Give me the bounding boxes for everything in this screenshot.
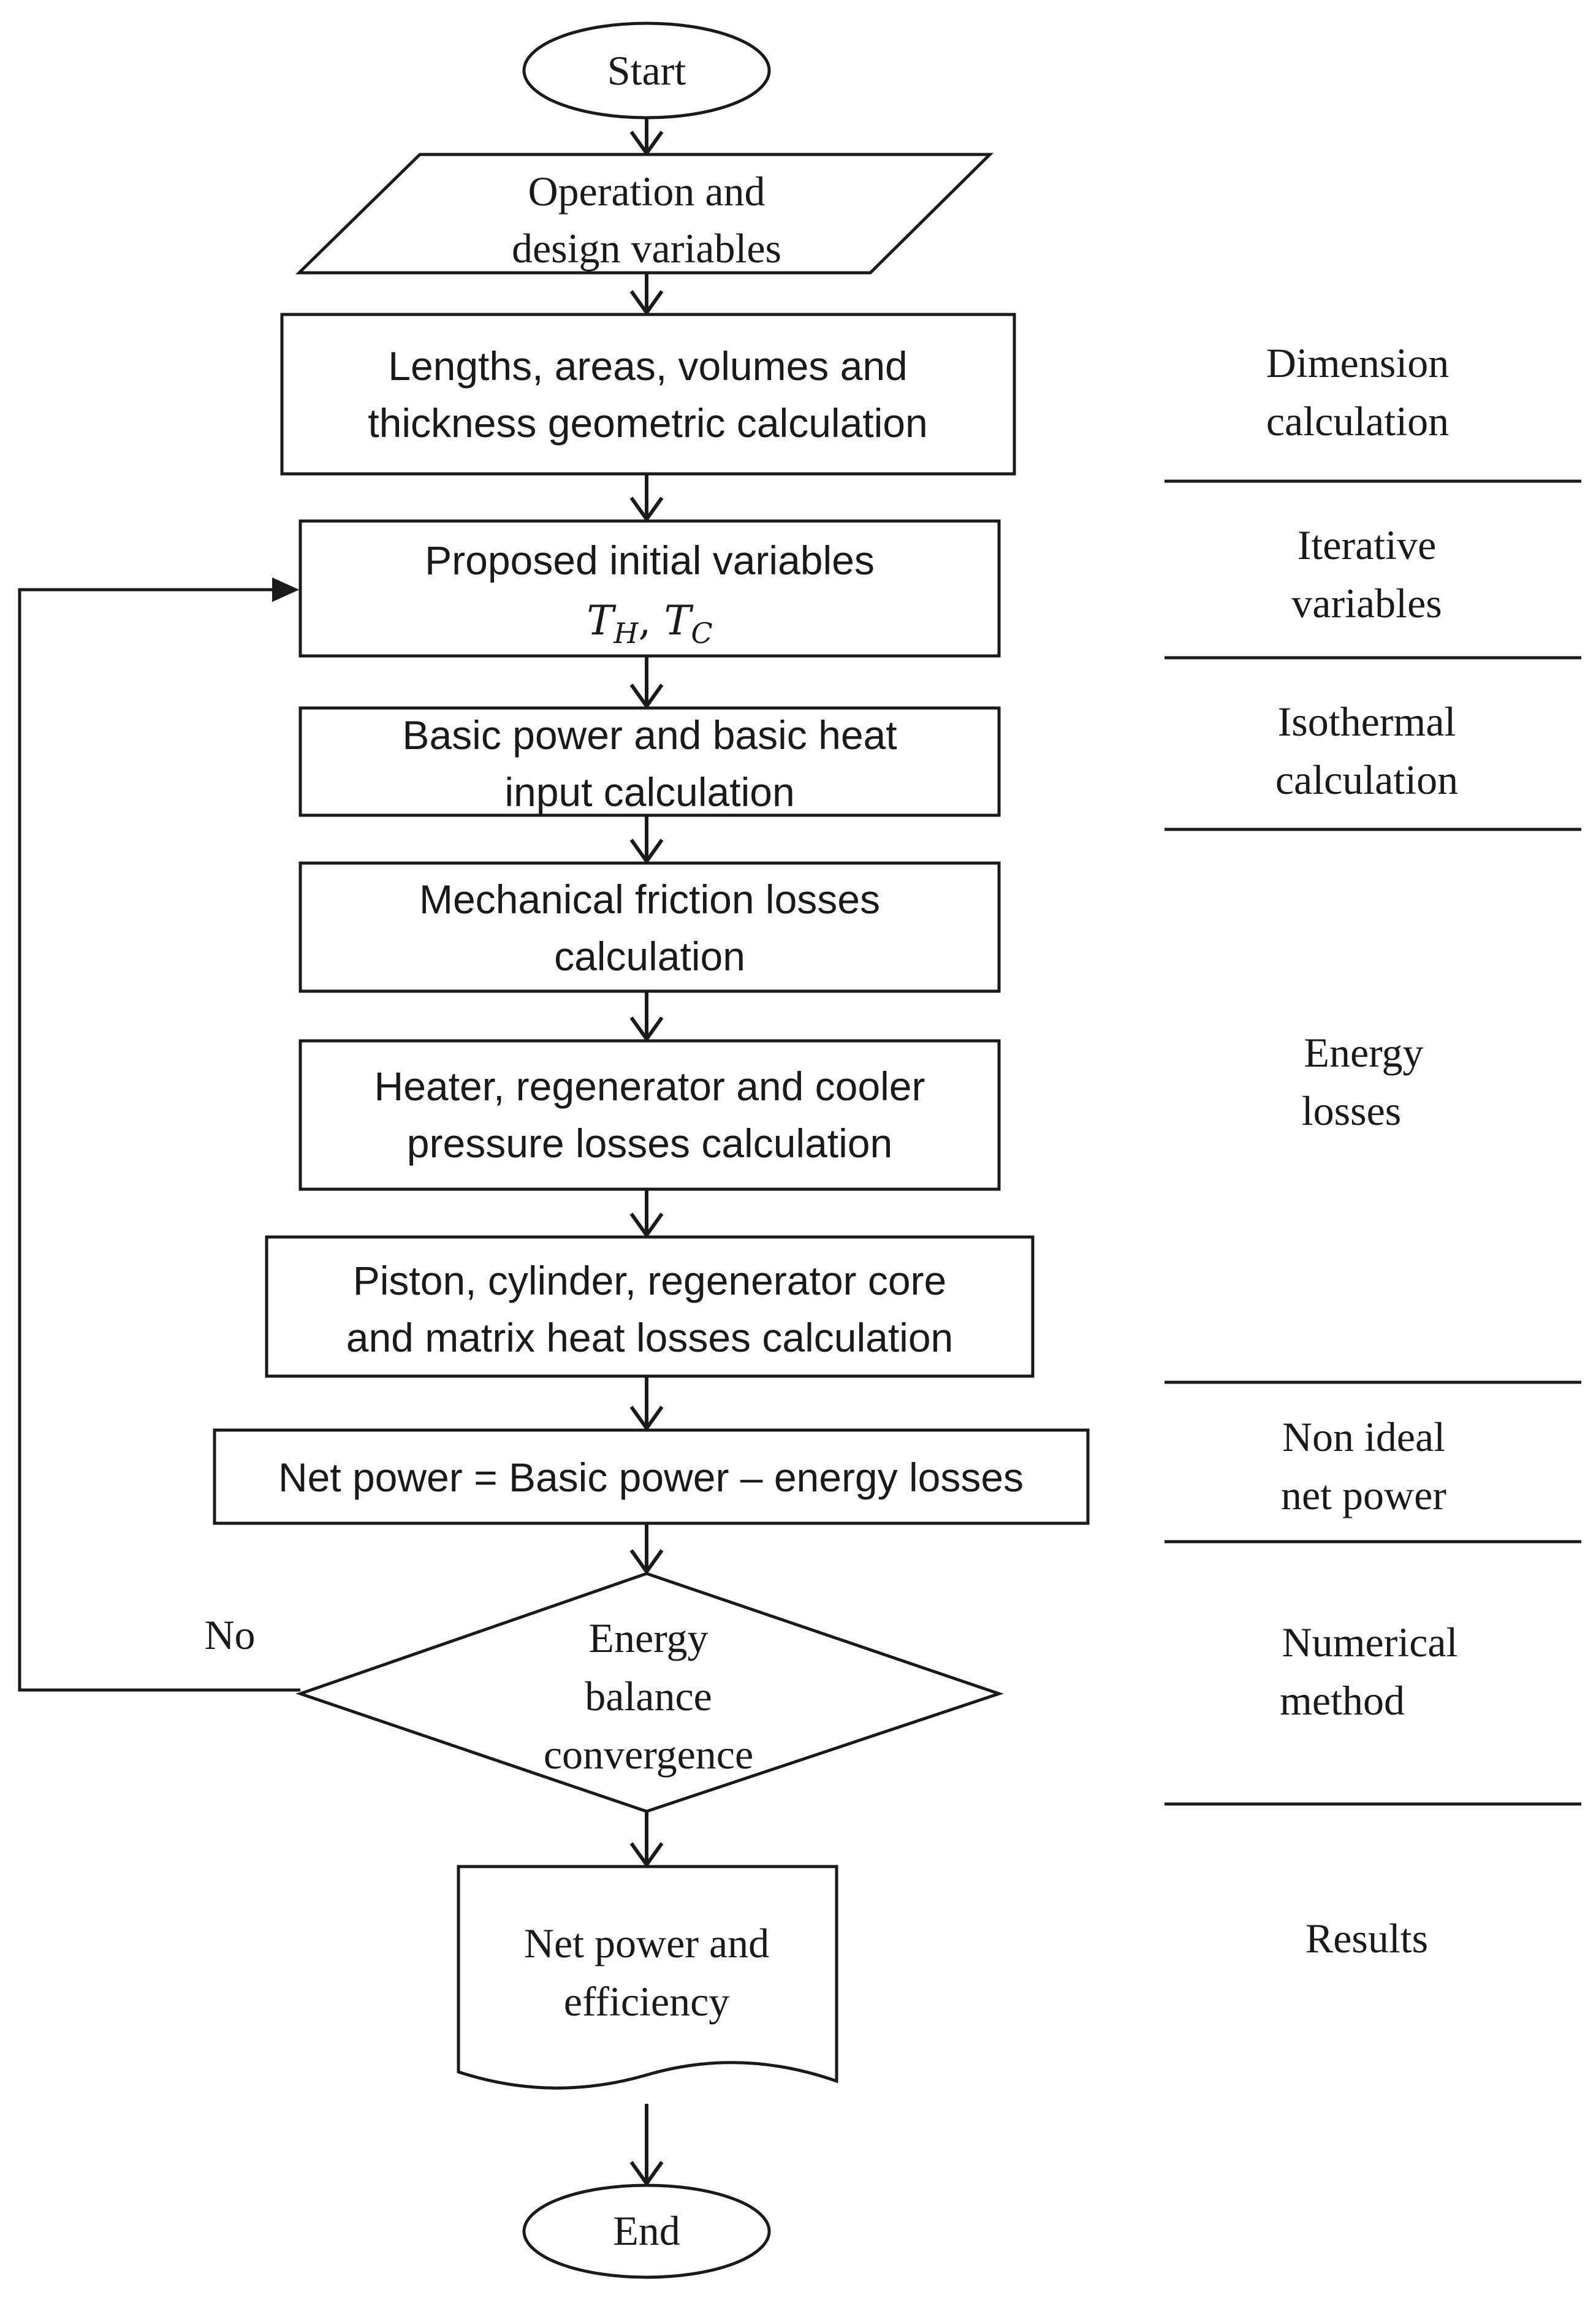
geometry-process: Lengths, areas, volumes and thickness ge… xyxy=(280,313,1016,476)
arrow-initial-to-basic xyxy=(629,656,664,710)
pressure-label-line1: Heater, regenerator and cooler xyxy=(374,1064,925,1109)
basic-power-process: Basic power and basic heat input calcula… xyxy=(298,706,1001,817)
pressure-losses-process: Heater, regenerator and cooler pressure … xyxy=(298,1039,1001,1191)
results-document: Net power and efficiency xyxy=(457,1865,838,2090)
heat-label-line1: Piston, cylinder, regenerator core xyxy=(353,1258,947,1303)
th-subscript: H xyxy=(613,617,639,650)
mechanical-label-line1: Mechanical friction losses xyxy=(419,877,880,922)
arrow-input-to-geometry xyxy=(629,273,664,316)
arrow-start-to-input xyxy=(629,118,664,157)
end-terminal: End xyxy=(522,2183,771,2279)
arrow-net-to-decision xyxy=(629,1523,664,1575)
loop-back-arrow xyxy=(18,577,300,1692)
stage-dimension-line2: calculation xyxy=(1266,398,1449,444)
initial-variables-process: Proposed initial variables TH, TC xyxy=(298,519,1001,658)
heat-losses-process: Piston, cylinder, regenerator core and m… xyxy=(265,1235,1035,1378)
arrow-heat-to-net xyxy=(629,1376,664,1432)
results-label-line2: efficiency xyxy=(564,1978,730,2025)
input-label-line1: Operation and xyxy=(528,168,765,215)
input-label-line2: design variables xyxy=(512,225,781,272)
stage-results: Results xyxy=(1305,1915,1428,1962)
stage-dimension-line1: Dimension xyxy=(1266,340,1449,386)
decision-label-line3: convergence xyxy=(544,1731,753,1778)
convergence-decision: Energy balance convergence xyxy=(295,1572,1004,1813)
net-power-process: Net power = Basic power – energy losses xyxy=(213,1428,1090,1525)
heat-label-line2: and matrix heat losses calculation xyxy=(346,1315,954,1360)
arrow-geometry-to-initial xyxy=(629,474,664,523)
geometry-label-line1: Lengths, areas, volumes and xyxy=(388,343,908,389)
stage-energy-line1: Energy xyxy=(1304,1029,1423,1076)
loop-no-label: No xyxy=(204,1612,255,1658)
decision-label-line2: balance xyxy=(585,1673,712,1719)
initial-variables-math: TH, TC xyxy=(587,597,712,650)
net-power-label: Net power = Basic power – energy losses xyxy=(278,1455,1024,1500)
end-label: End xyxy=(613,2207,680,2254)
stage-iterative-line2: variables xyxy=(1291,580,1442,626)
pressure-label-line2: pressure losses calculation xyxy=(407,1121,892,1166)
th-symbol: T xyxy=(587,597,617,644)
start-label: Start xyxy=(607,47,686,94)
basic-label-line1: Basic power and basic heat xyxy=(402,712,897,758)
tc-symbol: T xyxy=(664,597,694,644)
arrow-results-to-end xyxy=(629,2104,664,2187)
connectors xyxy=(18,118,664,2187)
arrow-mechanical-to-pressure xyxy=(629,991,664,1043)
mechanical-losses-process: Mechanical friction losses calculation xyxy=(298,861,1001,993)
results-label-line1: Net power and xyxy=(524,1920,769,1966)
stage-isothermal-line1: Isothermal xyxy=(1278,698,1456,745)
start-terminal: Start xyxy=(522,21,771,120)
arrow-pressure-to-heat xyxy=(629,1189,664,1239)
mechanical-label-line2: calculation xyxy=(554,934,745,979)
stage-nonideal-line2: net power xyxy=(1281,1472,1446,1518)
basic-label-line2: input calculation xyxy=(504,769,794,815)
stage-nonideal-line1: Non ideal xyxy=(1282,1414,1445,1460)
stage-energy-line2: losses xyxy=(1302,1087,1401,1134)
decision-label-line1: Energy xyxy=(588,1615,708,1661)
stage-isothermal-line2: calculation xyxy=(1275,756,1458,803)
geometry-label-line2: thickness geometric calculation xyxy=(368,400,927,446)
stage-column: Dimension calculation Iterative variable… xyxy=(1165,340,1581,1962)
arrow-basic-to-mechanical xyxy=(629,815,664,865)
tc-subscript: C xyxy=(691,617,712,650)
variables-separator: , xyxy=(638,597,664,644)
input-parallelogram: Operation and design variables xyxy=(295,153,994,275)
stage-iterative-line1: Iterative xyxy=(1298,522,1437,568)
stage-numerical-line2: method xyxy=(1280,1677,1405,1724)
arrow-decision-to-results xyxy=(629,1811,664,1868)
initial-label-line1: Proposed initial variables xyxy=(425,538,875,583)
stage-numerical-line1: Numerical xyxy=(1282,1619,1458,1665)
